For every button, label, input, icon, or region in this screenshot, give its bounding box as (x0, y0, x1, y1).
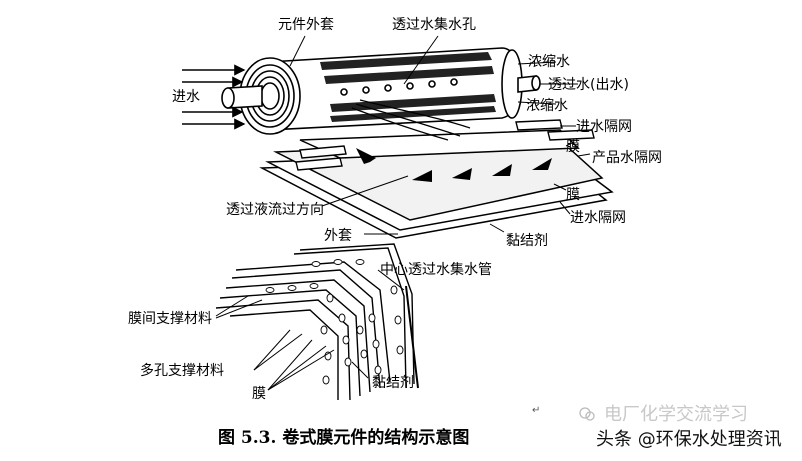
label-membrane-bottom: 膜 (252, 386, 266, 402)
cross-section (215, 243, 419, 401)
porous-texture (265, 259, 404, 385)
watermark-back: 电厂化学交流学习 (604, 404, 748, 425)
feed-arrows (182, 64, 246, 130)
label-porous-support: 多孔支撑材料 (140, 363, 224, 379)
watermark-logo-icon (579, 407, 595, 421)
label-permeate-hole: 透过水集水孔 (392, 17, 476, 33)
label-membrane-top: 膜 (566, 139, 580, 155)
bottom-leaders (215, 269, 405, 391)
label-concentrate-top: 浓缩水 (528, 54, 570, 70)
label-permeate-out: 透过水(出水) (548, 77, 629, 93)
label-concentrate-bottom: 浓缩水 (526, 98, 568, 114)
label-feed-in: 进水 (172, 89, 200, 105)
label-inter-membrane-support: 膜间支撑材料 (128, 311, 212, 327)
label-flow-direction: 透过液流过方向 (226, 202, 324, 218)
label-adhesive-top: 黏结剂 (506, 233, 548, 249)
element-cylinder (221, 47, 541, 141)
unrolled-sheets (259, 129, 614, 239)
leader-lines (289, 35, 591, 235)
label-outer-cover: 外套 (324, 228, 352, 244)
watermark-front: 头条 @环保水处理资讯 (596, 429, 782, 450)
label-product-spacer: 产品水隔网 (592, 150, 662, 166)
permeate-flow-arrows (356, 148, 552, 182)
label-adhesive-bottom: 黏结剂 (372, 375, 414, 391)
label-feed-spacer-top: 进水隔网 (576, 119, 632, 135)
label-shell: 元件外套 (278, 17, 334, 33)
figure-caption: 图 5.3. 卷式膜元件的结构示意图 (218, 428, 470, 448)
label-center-tube: 中心透过水集水管 (380, 262, 492, 278)
spacer-strips (295, 119, 595, 171)
label-membrane-mid: 膜 (566, 187, 580, 203)
caption-return-mark: ↵ (532, 405, 541, 416)
label-feed-spacer-mid: 进水隔网 (570, 210, 626, 226)
